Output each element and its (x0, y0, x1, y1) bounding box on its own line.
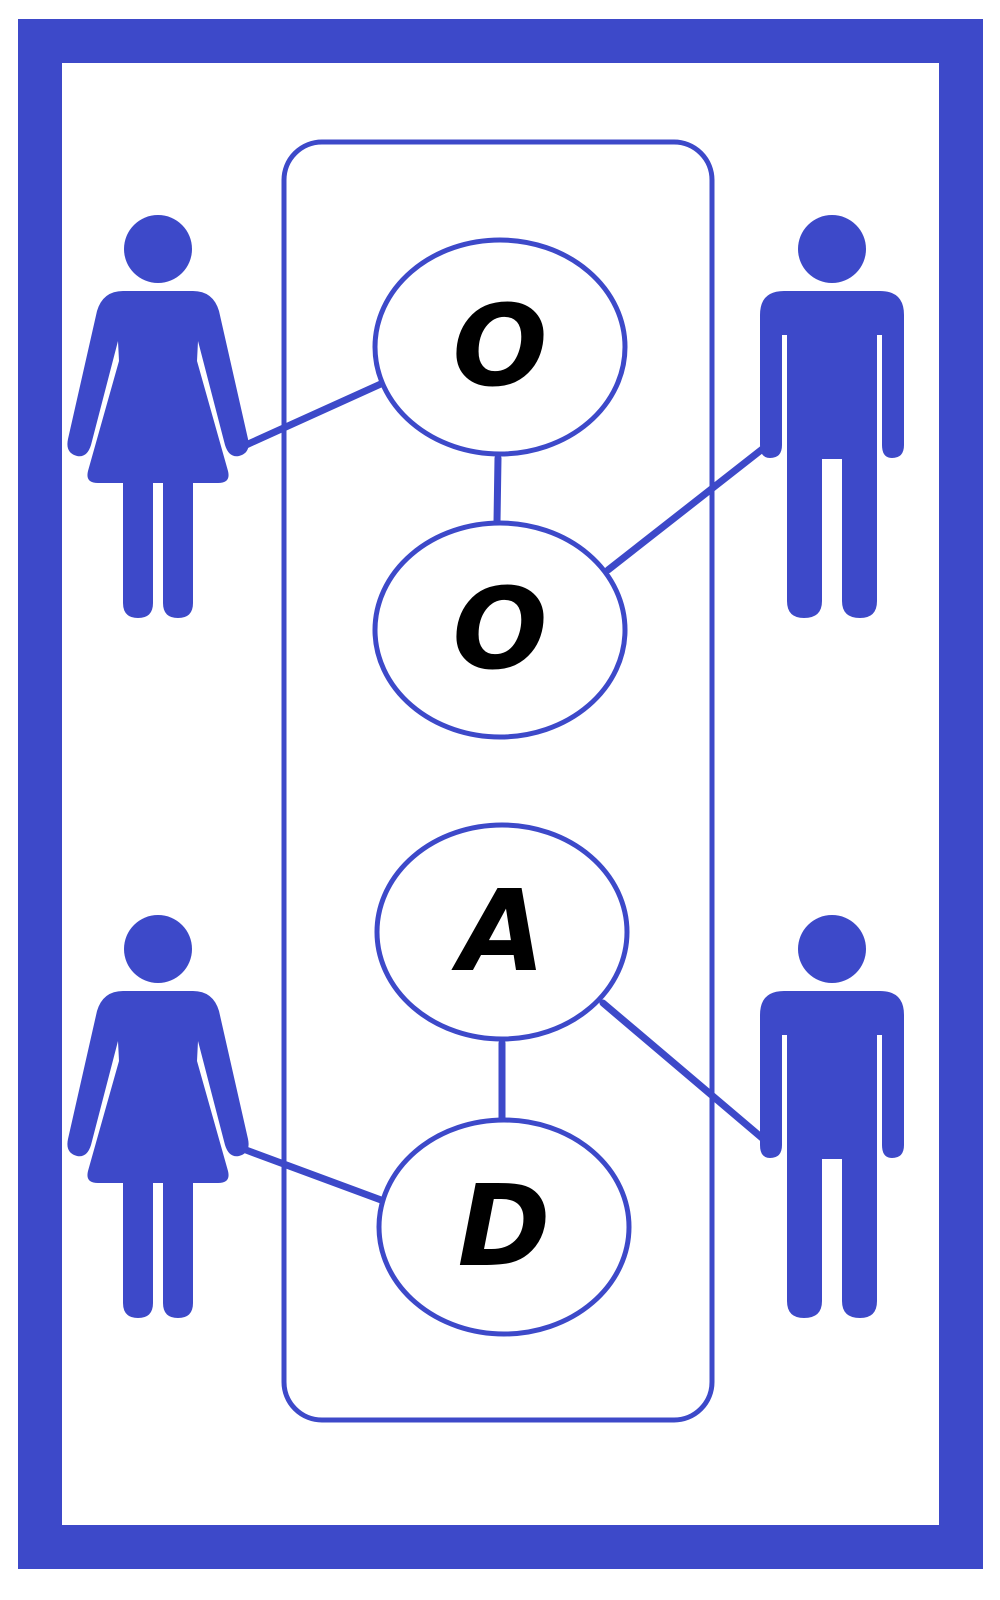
outer-frame (18, 19, 983, 1569)
node-1-label: O (452, 282, 547, 412)
male-figure-icon (760, 215, 904, 618)
female-figure-icon (67, 215, 249, 618)
connector-lines (242, 379, 772, 1204)
node-4-label: D (458, 1162, 551, 1292)
connector-node3-to-bottom-right (599, 999, 772, 1147)
connector-node1-to-node2 (493, 454, 502, 526)
node-3: A (374, 822, 630, 1042)
connector-top-left-to-node1 (242, 379, 387, 449)
connector-bottom-left-to-node4 (242, 1146, 385, 1204)
node-1: O (372, 237, 628, 457)
female-figure-icon (67, 915, 249, 1318)
male-figure-icon (760, 915, 904, 1318)
node-2-label: O (452, 565, 547, 695)
node-4: D (376, 1117, 632, 1337)
node-3-label: A (451, 867, 546, 997)
connector-top-right-to-node2 (604, 443, 769, 574)
center-panel (281, 139, 715, 1423)
node-2: O (372, 520, 628, 740)
